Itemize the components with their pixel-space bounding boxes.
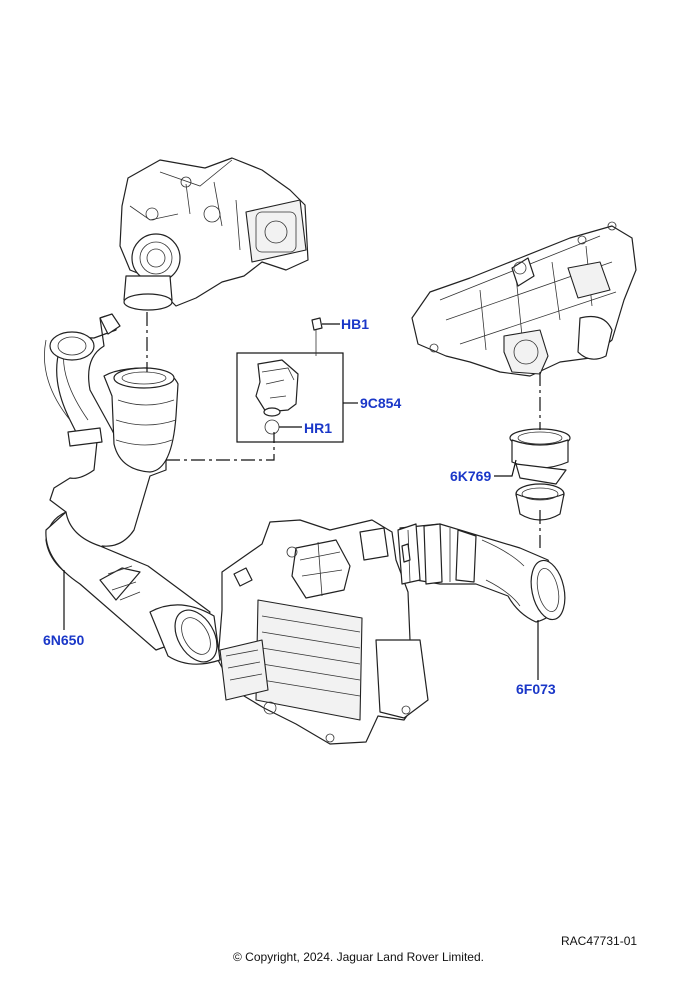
turbocharger-drawing	[119, 157, 309, 311]
callout-9c854[interactable]: 9C854	[360, 395, 402, 411]
hose-6f073-drawing	[397, 523, 566, 623]
copyright-notice: © Copyright, 2024. Jaguar Land Rover Lim…	[233, 950, 484, 964]
leader-lines	[63, 323, 539, 680]
intercooler-drawing	[217, 519, 429, 745]
connector-6k769-drawing	[509, 428, 571, 521]
intake-manifold-drawing	[411, 221, 637, 377]
callout-hb1[interactable]: HB1	[341, 316, 370, 332]
hose-6n650-drawing	[44, 313, 221, 665]
callout-6k769[interactable]: 6K769	[450, 468, 492, 484]
callout-6n650[interactable]: 6N650	[43, 632, 85, 648]
assembly-lines	[146, 312, 541, 548]
reference-code: RAC47731-01	[561, 934, 638, 948]
callout-6f073[interactable]: 6F073	[516, 681, 556, 697]
callout-hr1[interactable]: HR1	[304, 420, 333, 436]
